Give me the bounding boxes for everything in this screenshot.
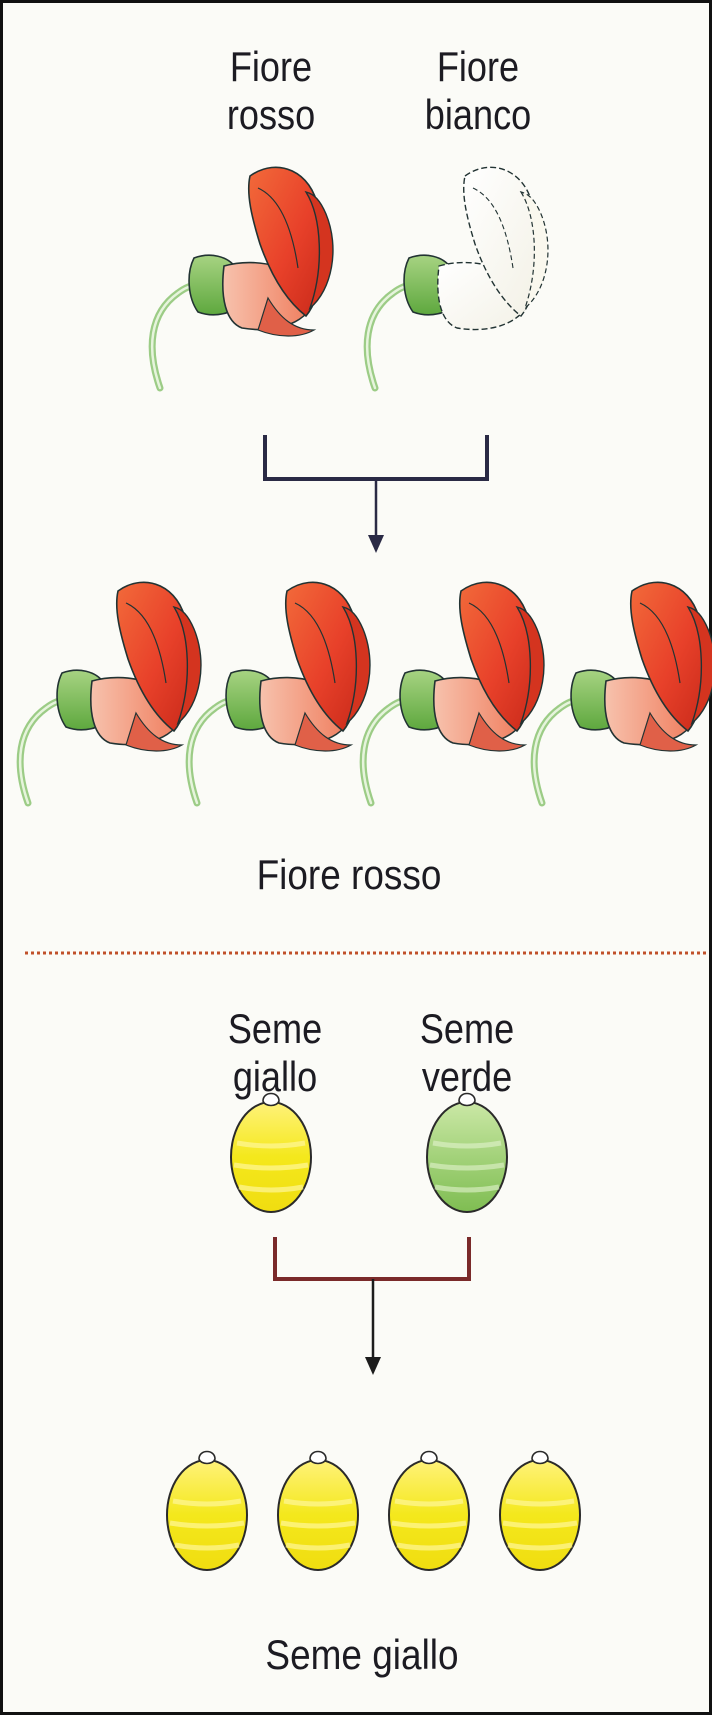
parent-white-flower <box>367 167 548 388</box>
offspring-seed-3 <box>389 1452 469 1571</box>
offspring-seed-1 <box>167 1452 247 1571</box>
parent-green-seed-label-line1: Seme <box>415 1005 518 1053</box>
parent-green-seed-label: Seme verde <box>415 1005 518 1101</box>
parent-yellow-seed-label-line1: Seme <box>223 1005 326 1053</box>
offspring-seed-2 <box>278 1452 358 1571</box>
offspring-flower-2 <box>189 582 370 803</box>
parent-red-flower-label-line1: Fiore <box>219 43 322 91</box>
offspring-flower-3 <box>363 582 544 803</box>
offspring-flower-1 <box>20 582 201 803</box>
parent-yellow-seed-label-line2: giallo <box>223 1053 326 1101</box>
offspring-seed-label: Seme giallo <box>263 1631 462 1679</box>
flower-cross-connector <box>265 435 487 553</box>
parent-white-flower-label: Fiore bianco <box>422 43 534 139</box>
parent-yellow-seed-label: Seme giallo <box>223 1005 326 1101</box>
offspring-seed-4 <box>500 1452 580 1571</box>
parent-yellow-seed <box>231 1094 311 1213</box>
offspring-flower-label: Fiore rosso <box>252 851 446 899</box>
parent-green-seed <box>427 1094 507 1213</box>
parent-white-flower-label-line2: bianco <box>422 91 534 139</box>
parent-red-flower-label-line2: rosso <box>219 91 322 139</box>
seed-cross-connector <box>275 1237 469 1375</box>
parent-green-seed-label-line2: verde <box>415 1053 518 1101</box>
offspring-flower-4 <box>534 582 712 803</box>
parent-red-flower-label: Fiore rosso <box>219 43 322 139</box>
parent-white-flower-label-line1: Fiore <box>422 43 534 91</box>
parent-red-flower <box>152 167 333 388</box>
